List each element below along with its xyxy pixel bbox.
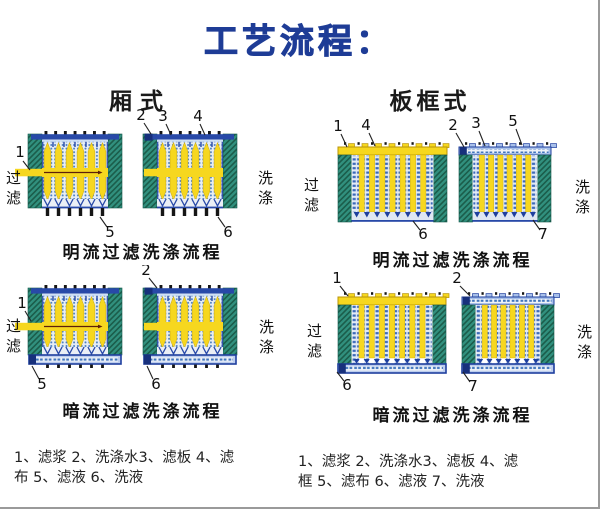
callout-line (99, 216, 108, 228)
callout-label: 7 (538, 225, 548, 242)
callout-label: 3 (471, 114, 481, 132)
callout-line (199, 123, 206, 136)
callout-line (340, 133, 348, 148)
side-label-wash: 洗涤 (258, 318, 274, 356)
callout-line (31, 365, 40, 380)
filter-press-unit (142, 131, 238, 216)
callout-label: 5 (508, 112, 518, 130)
callout-label: 1 (17, 294, 27, 312)
side-label-wash: 洗涤 (574, 178, 590, 216)
caption-chamber-open: 明流过滤洗涤流程 (62, 243, 223, 263)
caption-frame-closed: 暗流过滤洗涤流程 (372, 406, 533, 426)
callout-label: 5 (37, 375, 47, 393)
callout-line (412, 220, 421, 231)
callout-label: 2 (448, 116, 458, 134)
page-title: 工艺流程： (204, 22, 394, 63)
callout-line (459, 285, 471, 297)
callout-label: 5 (105, 223, 115, 240)
side-label-filter: 过滤 (5, 169, 21, 207)
callout-label: 1 (15, 143, 25, 161)
callout-label: 6 (223, 223, 233, 240)
side-label-filter: 过滤 (306, 322, 322, 360)
callout-line (143, 122, 152, 135)
caption-frame-open: 明流过滤洗涤流程 (372, 251, 533, 271)
callout-label: 7 (468, 377, 478, 395)
callout-label: 1 (333, 117, 343, 135)
side-label-filter: 过滤 (5, 317, 21, 355)
filter-press-unit (461, 292, 560, 374)
callout-line (455, 132, 465, 148)
callout-label: 2 (452, 269, 462, 287)
callout-line (368, 132, 376, 147)
side-label-wash: 洗涤 (257, 169, 273, 207)
callout-line (165, 123, 172, 136)
callout-label: 2 (136, 106, 146, 124)
caption-chamber-closed: 暗流过滤洗涤流程 (62, 402, 223, 422)
callout-line (339, 285, 349, 297)
side-label-filter: 过滤 (303, 176, 319, 214)
callout-line (148, 277, 158, 289)
callout-line (532, 219, 541, 231)
callout-line (146, 365, 154, 380)
legend-line: 1、滤浆 2、洗涤水3、滤板 4、滤 (298, 454, 519, 470)
callout-line (462, 371, 471, 383)
callout-label: 2 (141, 265, 151, 279)
callout-label: 6 (151, 375, 161, 393)
callout-line (336, 371, 345, 382)
callout-line (515, 128, 523, 146)
legend-line: 框 5、滤布 6、滤液 7、洗液 (298, 474, 485, 490)
filter-press-unit (458, 142, 557, 223)
diagram-frame-closed-flow: 1 2 6 7 (332, 269, 560, 395)
diagram-chamber-closed-flow: 1 2 5 6 (15, 265, 238, 393)
callout-label: 4 (193, 107, 203, 125)
column-header-plateframe: 板框式 (389, 89, 471, 115)
callout-line (478, 130, 486, 147)
callout-line (217, 216, 226, 228)
legend-line: 1、滤浆 2、洗涤水3、滤板 4、滤 (14, 450, 235, 466)
filter-press-unit (337, 142, 450, 223)
filter-press-unit (15, 285, 123, 368)
legend-line: 布 5、滤液 6、洗液 (14, 470, 144, 486)
legend-chamber: 1、滤浆 2、洗涤水3、滤板 4、滤 布 5、滤液 6、洗液 (14, 448, 254, 488)
legend-frame: 1、滤浆 2、洗涤水3、滤板 4、滤 框 5、滤布 6、滤液 7、洗液 (298, 452, 538, 492)
callout-line (22, 160, 31, 171)
column-header-chamber: 厢式 (109, 89, 171, 115)
filter-press-unit (15, 131, 123, 216)
callout-label: 6 (342, 376, 352, 394)
callout-line (24, 310, 32, 322)
filter-press-unit (337, 292, 450, 374)
side-label-wash: 洗涤 (576, 323, 592, 361)
callout-label: 1 (332, 269, 342, 287)
callout-label: 3 (158, 107, 168, 125)
filter-press-unit (142, 285, 238, 368)
callout-label: 6 (418, 225, 428, 242)
callout-label: 4 (361, 116, 371, 134)
